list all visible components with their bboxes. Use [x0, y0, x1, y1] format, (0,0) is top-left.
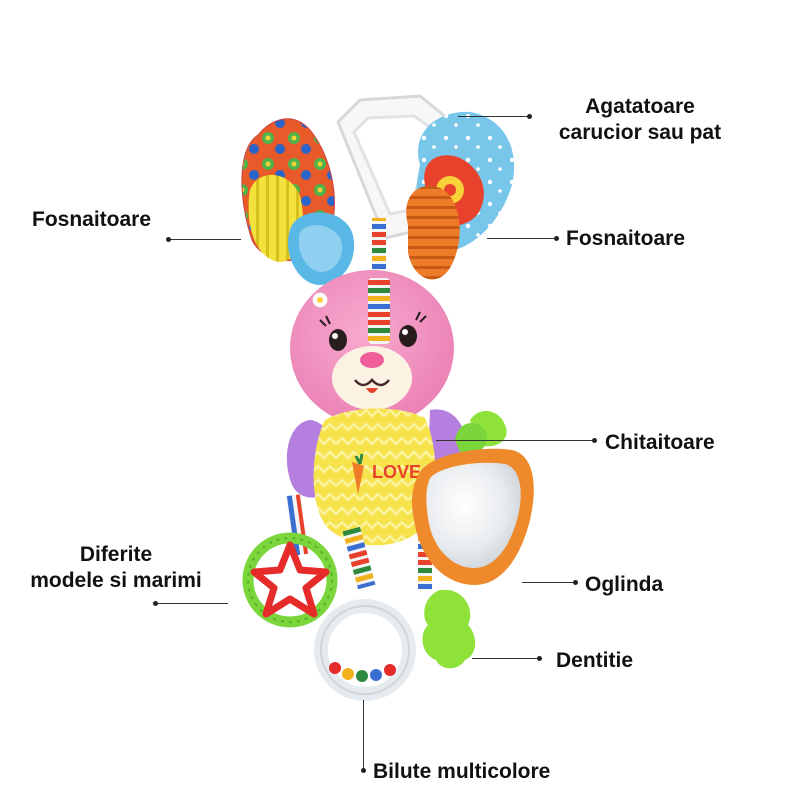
chest-text: LOVE: [372, 462, 421, 482]
leader-line: [363, 700, 364, 770]
leader-line: [458, 116, 528, 117]
label-hanger-line1: Agatatoare: [585, 95, 695, 118]
label-various-line1: Diferite: [79, 543, 153, 566]
leader-dot: [573, 580, 578, 585]
label-hanger-line2: carucior sau pat: [558, 121, 722, 145]
leader-line: [156, 603, 228, 604]
leader-dot: [361, 768, 366, 773]
label-mirror: Oglinda: [585, 573, 664, 596]
label-hanger: Agatatoare carucior sau pat: [530, 94, 750, 147]
leader-line: [522, 582, 574, 583]
leader-line: [169, 239, 241, 240]
leader-dot: [592, 438, 597, 443]
leader-line: [487, 238, 555, 239]
leader-line: [436, 440, 594, 441]
label-beads: Bilute multicolore: [373, 760, 551, 783]
label-various: Diferite modele si marimi: [10, 542, 222, 595]
label-crinkle: Chitaitoare: [605, 431, 715, 454]
leader-dot: [153, 601, 158, 606]
leader-line: [472, 658, 538, 659]
label-teether: Dentitie: [556, 649, 634, 672]
label-rattle-right: Fosnaitoare: [566, 227, 686, 250]
leader-dot: [166, 237, 171, 242]
label-rattle-left: Fosnaitoare: [32, 208, 152, 231]
label-various-line2: modele si marimi: [30, 569, 202, 593]
leader-dot: [537, 656, 542, 661]
leader-dot: [554, 236, 559, 241]
leader-dot: [527, 114, 532, 119]
